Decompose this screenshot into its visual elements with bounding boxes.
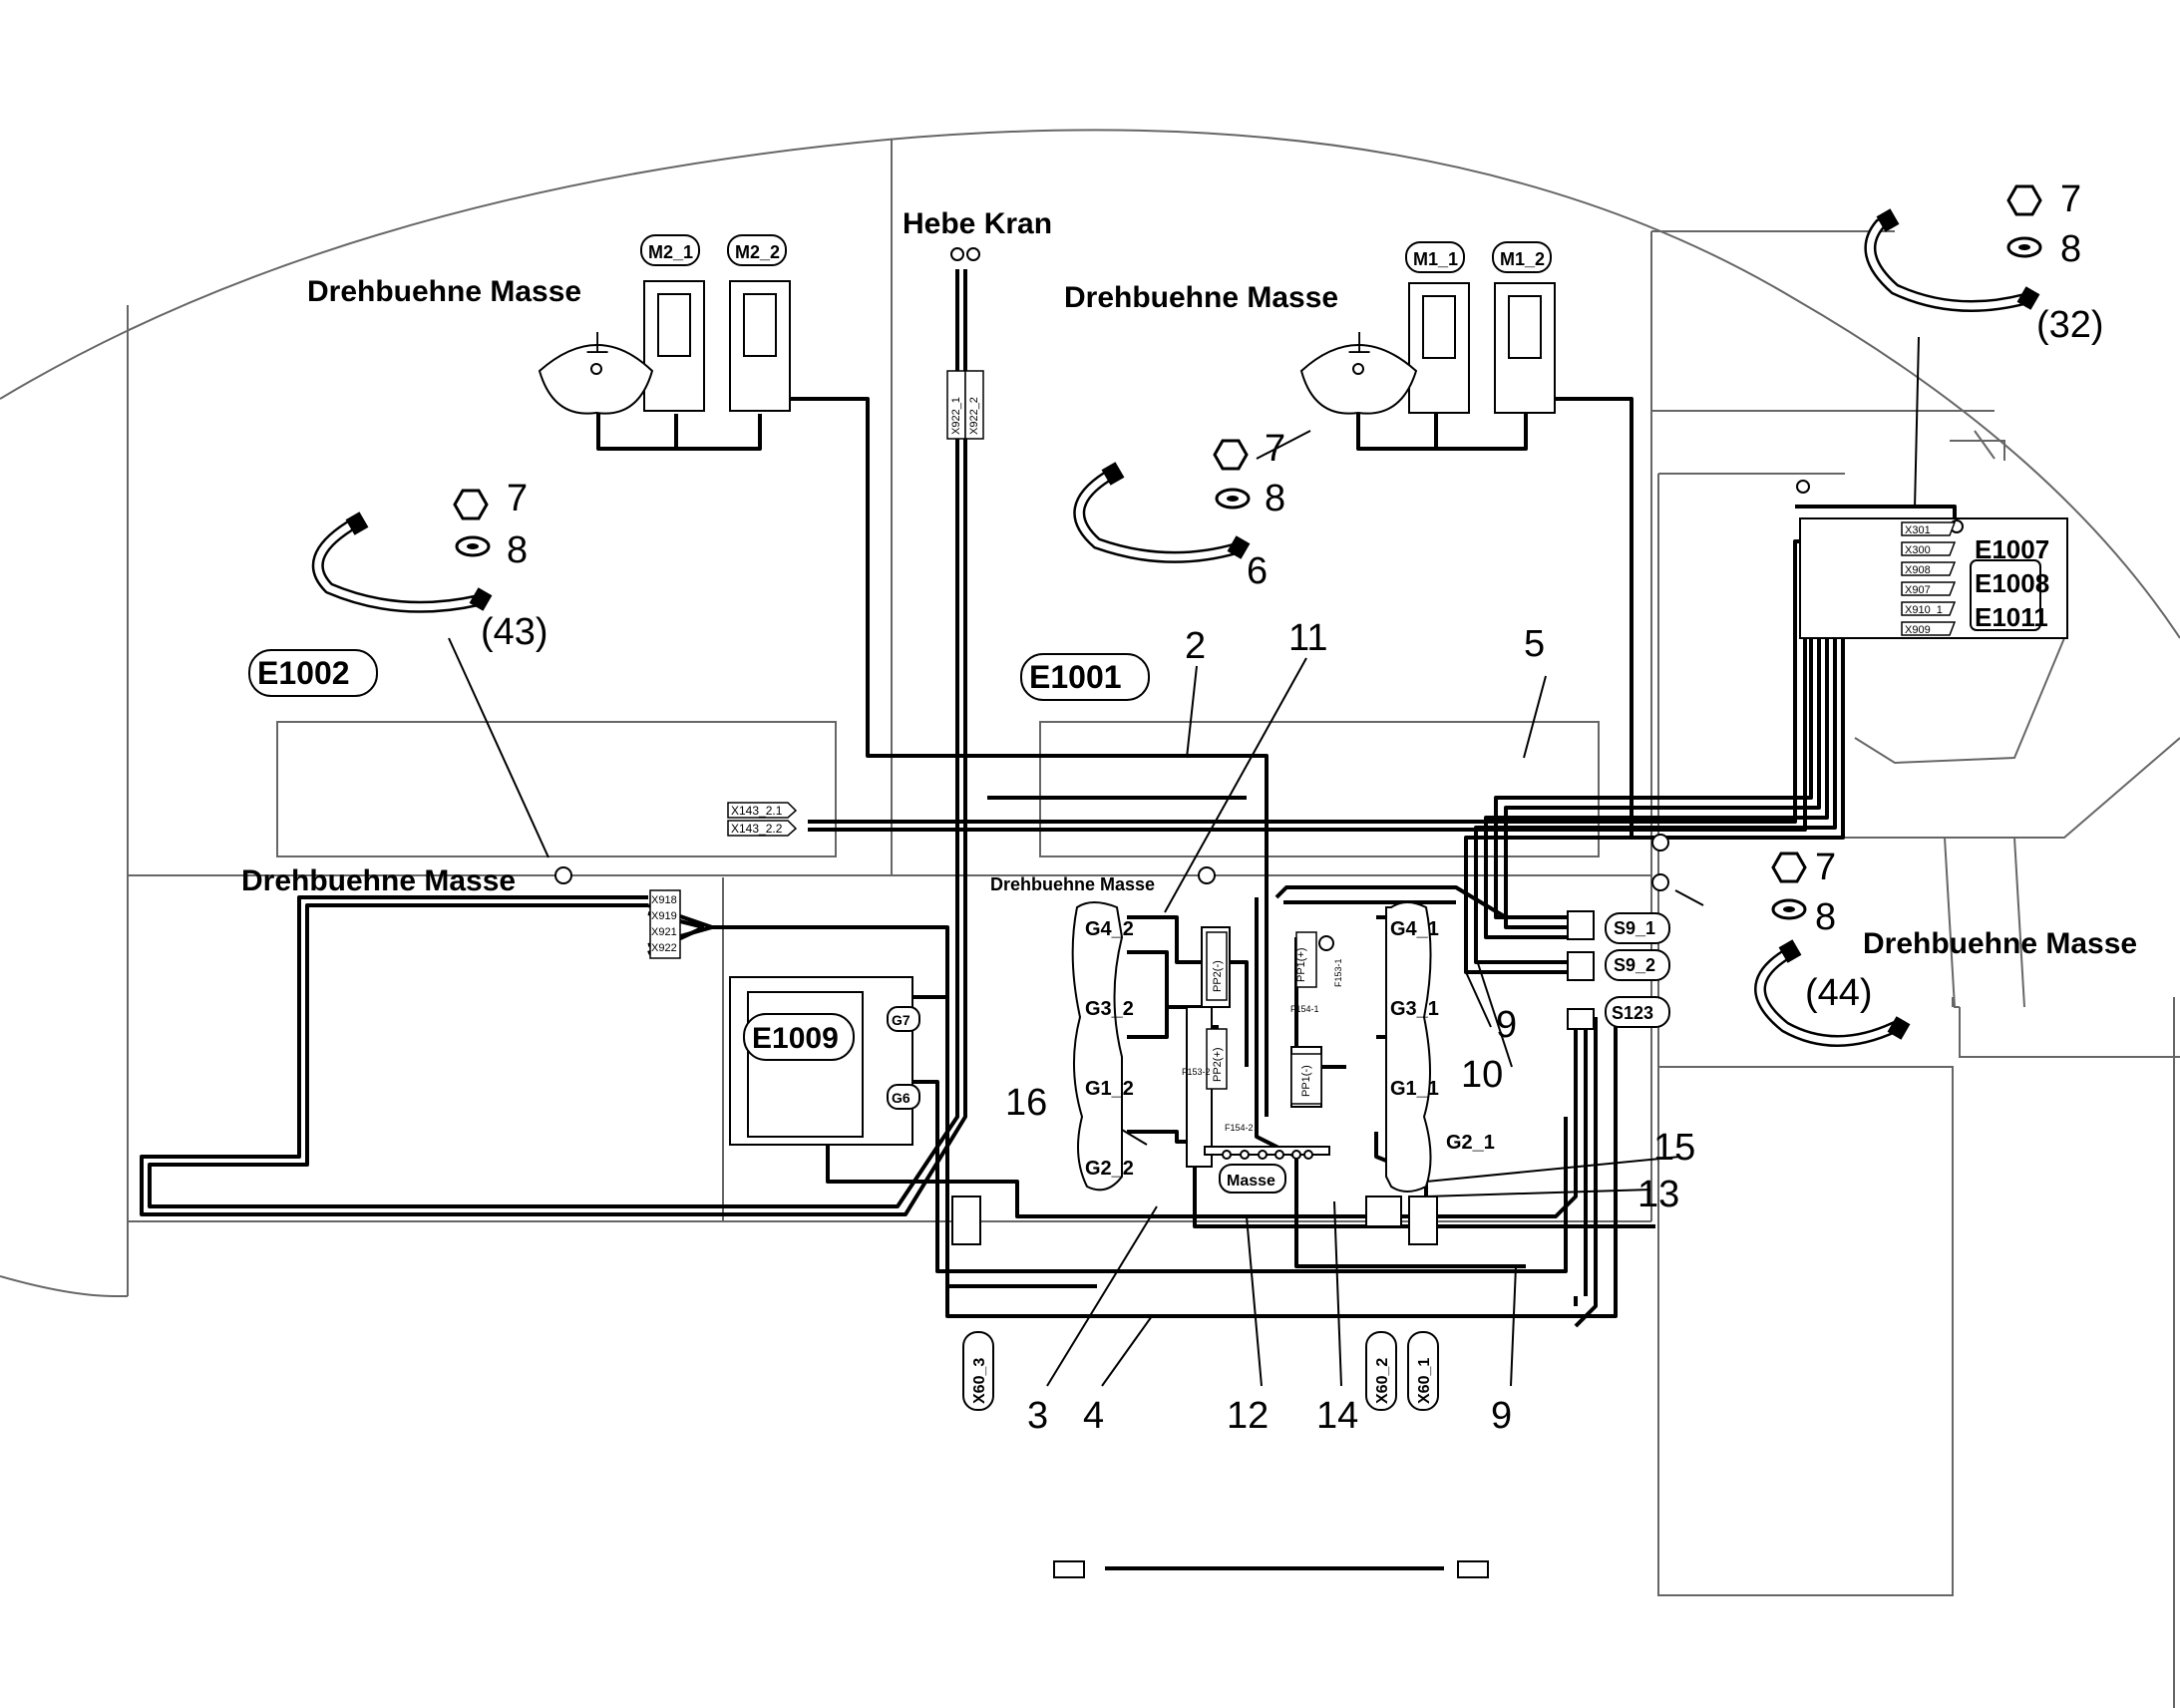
f154-1-tag: F154-1 — [1290, 1004, 1319, 1014]
callout-43: (43) — [481, 611, 548, 653]
drehbuehne-masse-label-center: Drehbuehne Masse — [990, 874, 1155, 894]
callout-5: 5 — [1524, 623, 1545, 665]
e1008-label: E1008 — [1975, 568, 2049, 598]
pp2-minus-tag: PP2(-) — [1212, 960, 1224, 992]
callout-2: 2 — [1185, 625, 1206, 667]
hebe-kran-label: Hebe Kran — [903, 207, 1052, 240]
callout-9-lower: 9 — [1491, 1395, 1512, 1437]
callout-10: 10 — [1461, 1054, 1503, 1096]
g3-1-label: G3_1 — [1390, 998, 1439, 1020]
callout-6: 6 — [1247, 550, 1268, 592]
pp2-plus-tag: PP2(+) — [1212, 1047, 1224, 1082]
motor-m1-1-label: M1_1 — [1413, 249, 1458, 269]
x143-2-2-tag: X143_2.2 — [731, 822, 783, 836]
pp1-plus-tag: PP1(+) — [1295, 947, 1307, 982]
motor-m2-2-label: M2_2 — [735, 242, 780, 262]
f153-2-tag: F153-2 — [1182, 1067, 1211, 1077]
g2-1-label: G2_1 — [1446, 1132, 1495, 1154]
x301-tag: X301 — [1905, 524, 1931, 536]
callout-8-top-right: 8 — [2060, 228, 2081, 270]
callout-14: 14 — [1316, 1395, 1358, 1437]
f154-2-tag: F154-2 — [1225, 1123, 1254, 1133]
callout-16: 16 — [1005, 1082, 1047, 1124]
e1009-label: E1009 — [752, 1022, 839, 1055]
s9-1-label: S9_1 — [1614, 918, 1655, 938]
masse-label: Masse — [1227, 1173, 1275, 1190]
callout-44: (44) — [1805, 972, 1873, 1014]
drehbuehne-masse-label-left: Drehbuehne Masse — [241, 864, 516, 897]
g4-1-label: G4_1 — [1390, 918, 1439, 940]
g3-2-label: G3_2 — [1085, 998, 1134, 1020]
x922-1-tag: X922_1 — [950, 397, 962, 435]
x60-3-label: X60_3 — [971, 1358, 988, 1404]
callout-8-left: 8 — [507, 529, 528, 571]
g6-label: G6 — [892, 1090, 910, 1106]
x919-tag: X919 — [651, 910, 677, 922]
e1002-label: E1002 — [257, 655, 350, 691]
x910-1-tag: X910_1 — [1905, 604, 1943, 616]
callout-15: 15 — [1653, 1127, 1695, 1169]
callout-7-right: 7 — [1815, 847, 1836, 888]
x60-1-label: X60_1 — [1416, 1358, 1433, 1404]
x60-2-label: X60_2 — [1374, 1358, 1391, 1404]
e1001-label: E1001 — [1029, 659, 1122, 695]
x918-tag: X918 — [651, 894, 677, 906]
callout-8-center: 8 — [1265, 478, 1285, 519]
ground-symbol: ⊥ — [584, 327, 610, 360]
callout-11: 11 — [1288, 617, 1327, 659]
e1007-label: E1007 — [1975, 534, 2049, 564]
callout-7-top-right: 7 — [2060, 178, 2081, 220]
callout-7-center: 7 — [1265, 428, 1285, 470]
x908-tag: X908 — [1905, 564, 1931, 576]
drehbuehne-masse-label-m1: Drehbuehne Masse — [1064, 281, 1338, 314]
x922-2-tag: X922_2 — [968, 397, 980, 435]
x907-tag: X907 — [1905, 584, 1931, 596]
pp1-minus-tag: PP1(-) — [1300, 1065, 1312, 1097]
callout-9-upper: 9 — [1496, 1004, 1517, 1046]
f153-1-tag: F153-1 — [1333, 958, 1343, 987]
ground-symbol: ⊥ — [1346, 327, 1372, 360]
x921-tag: X921 — [651, 926, 677, 938]
callout-4: 4 — [1083, 1395, 1104, 1437]
g7-label: G7 — [892, 1012, 910, 1028]
drehbuehne-masse-label-m2: Drehbuehne Masse — [307, 275, 581, 308]
e1011-label: E1011 — [1975, 602, 2048, 632]
motor-m2-1-label: M2_1 — [648, 242, 693, 262]
x300-tag: X300 — [1905, 544, 1931, 556]
callout-13: 13 — [1637, 1174, 1679, 1215]
g2-2-label: G2_2 — [1085, 1158, 1134, 1180]
g1-2-label: G1_2 — [1085, 1078, 1134, 1100]
g1-1-label: G1_1 — [1390, 1078, 1439, 1100]
s9-2-label: S9_2 — [1614, 955, 1655, 975]
callout-3: 3 — [1027, 1395, 1048, 1437]
motor-m1-2-label: M1_2 — [1500, 249, 1545, 269]
callout-7-left: 7 — [507, 478, 528, 519]
drehbuehne-masse-label-right: Drehbuehne Masse — [1863, 927, 2137, 960]
callout-32: (32) — [2036, 304, 2104, 346]
x922-tag: X922 — [651, 942, 677, 954]
callout-8-right: 8 — [1815, 896, 1836, 938]
g4-2-label: G4_2 — [1085, 918, 1134, 940]
x909-tag: X909 — [1905, 624, 1931, 636]
x143-2-1-tag: X143_2.1 — [731, 804, 783, 818]
s123-label: S123 — [1612, 1003, 1653, 1023]
callout-12: 12 — [1227, 1395, 1269, 1437]
